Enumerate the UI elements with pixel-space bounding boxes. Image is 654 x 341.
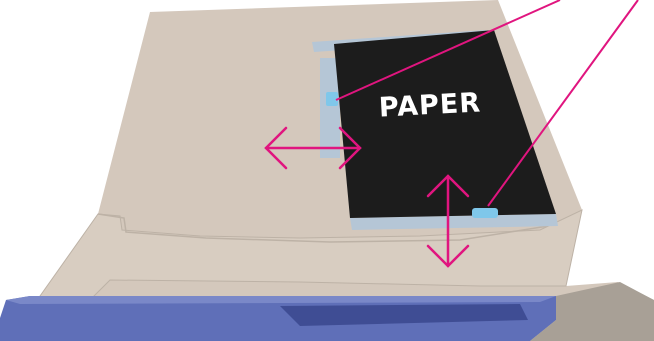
tray-handle-recess bbox=[280, 304, 528, 326]
leader-line-side-guide bbox=[335, 0, 561, 101]
tray-inner-step bbox=[97, 213, 549, 243]
side-guide-tab bbox=[326, 92, 338, 106]
end-guide-tab bbox=[472, 208, 498, 218]
vertical-adjust-arrow bbox=[426, 174, 470, 268]
leader-line-end-guide bbox=[487, 0, 639, 207]
tray-front-face-top-edge bbox=[6, 296, 556, 304]
horizontal-adjust-arrow bbox=[264, 126, 362, 170]
side-guide bbox=[320, 58, 340, 158]
tray-right-end bbox=[530, 282, 654, 341]
end-guide-rail bbox=[350, 214, 558, 230]
